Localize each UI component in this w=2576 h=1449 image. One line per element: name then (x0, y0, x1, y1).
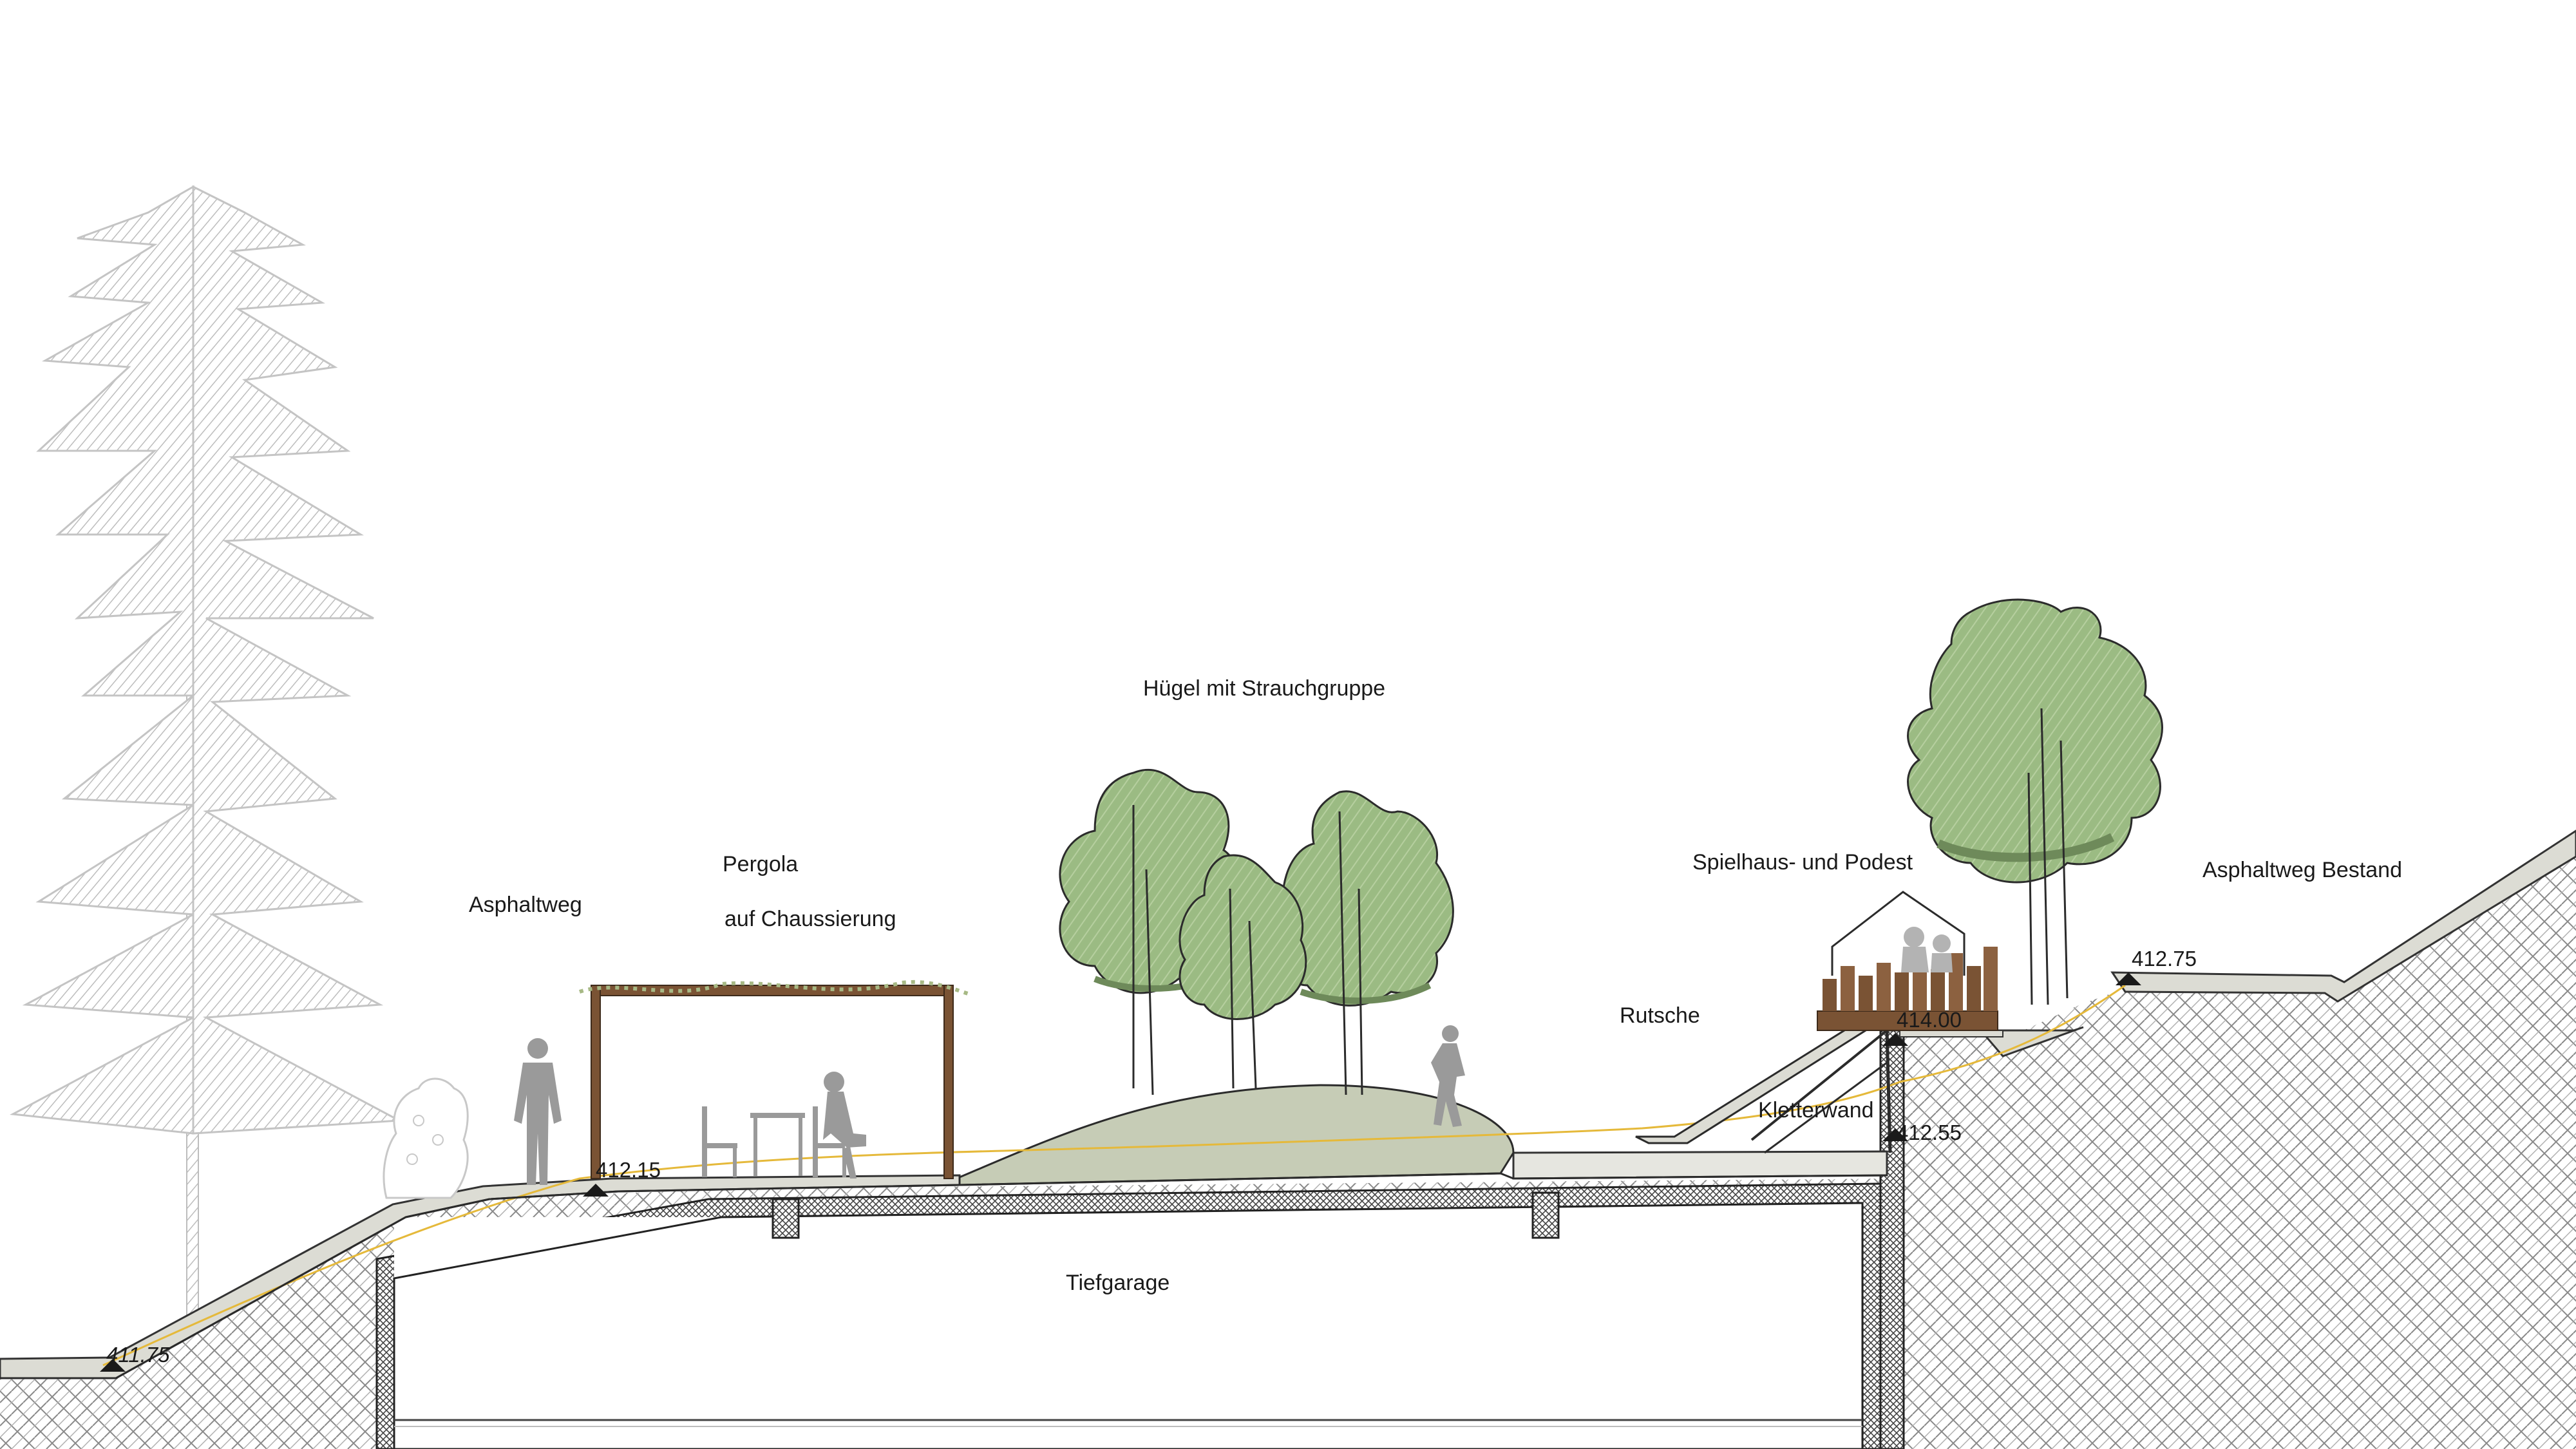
label-asphaltweg: Asphaltweg (469, 893, 582, 917)
elevation-text: 411.75 (106, 1343, 170, 1367)
pergola (579, 980, 973, 1179)
label-huegel: Hügel mit Strauchgruppe (1143, 676, 1385, 701)
elevation-text: 412.15 (596, 1158, 661, 1182)
label-chaussierung: auf Chaussierung (724, 907, 896, 931)
elevation-text: 414.00 (1897, 1008, 1962, 1032)
label-kletterwand: Kletterwand (1758, 1098, 1874, 1122)
label-pergola: Pergola (723, 852, 798, 876)
elevation-marker-2: 412.15 (583, 1158, 661, 1197)
playhouse-icon (1831, 891, 1965, 976)
elevation-text: 412.55 (1897, 1121, 1962, 1144)
label-spielhaus: Spielhaus- und Podest (1692, 850, 1913, 875)
elevation-marker-4: 412.55 (1882, 1121, 1962, 1144)
elevation-marker-3: 414.00 (1882, 1008, 1962, 1046)
deciduous-tree-icon (1179, 854, 1307, 1089)
table-icon (750, 1113, 805, 1176)
tiefgarage-structure (375, 1029, 1905, 1449)
chair-icon (702, 1106, 846, 1177)
elevation-text: 412.75 (2132, 947, 2197, 971)
hill-mound (958, 1084, 1515, 1186)
label-rutsche: Rutsche (1620, 1003, 1700, 1028)
podest (1817, 947, 1998, 1031)
shrub-icon (383, 1077, 469, 1199)
label-asphaltweg-bestand: Asphaltweg Bestand (2202, 858, 2402, 882)
conifer-tree-icon (10, 185, 403, 1353)
tree-group-icon (1059, 768, 1465, 1127)
ground-line (0, 1172, 1888, 1379)
deciduous-tree-icon (1907, 598, 2163, 1005)
elevation-marker-1: 411.75 (100, 1343, 170, 1372)
slope-fill-right (1900, 831, 2576, 1449)
children-icon (1901, 927, 1953, 972)
person-climbing-icon (1431, 1025, 1465, 1127)
person-icon (514, 1038, 562, 1185)
deciduous-tree-icon (1280, 790, 1454, 1095)
label-tiefgarage: Tiefgarage (1066, 1271, 1170, 1295)
climbing-wall (1885, 1030, 1892, 1153)
path-surfaces (0, 829, 2576, 1379)
elevation-marker-5: 412.75 (2116, 947, 2197, 985)
playground-structure (1635, 891, 1998, 1154)
seated-person-icon (823, 1072, 866, 1179)
level-line (102, 984, 2126, 1367)
